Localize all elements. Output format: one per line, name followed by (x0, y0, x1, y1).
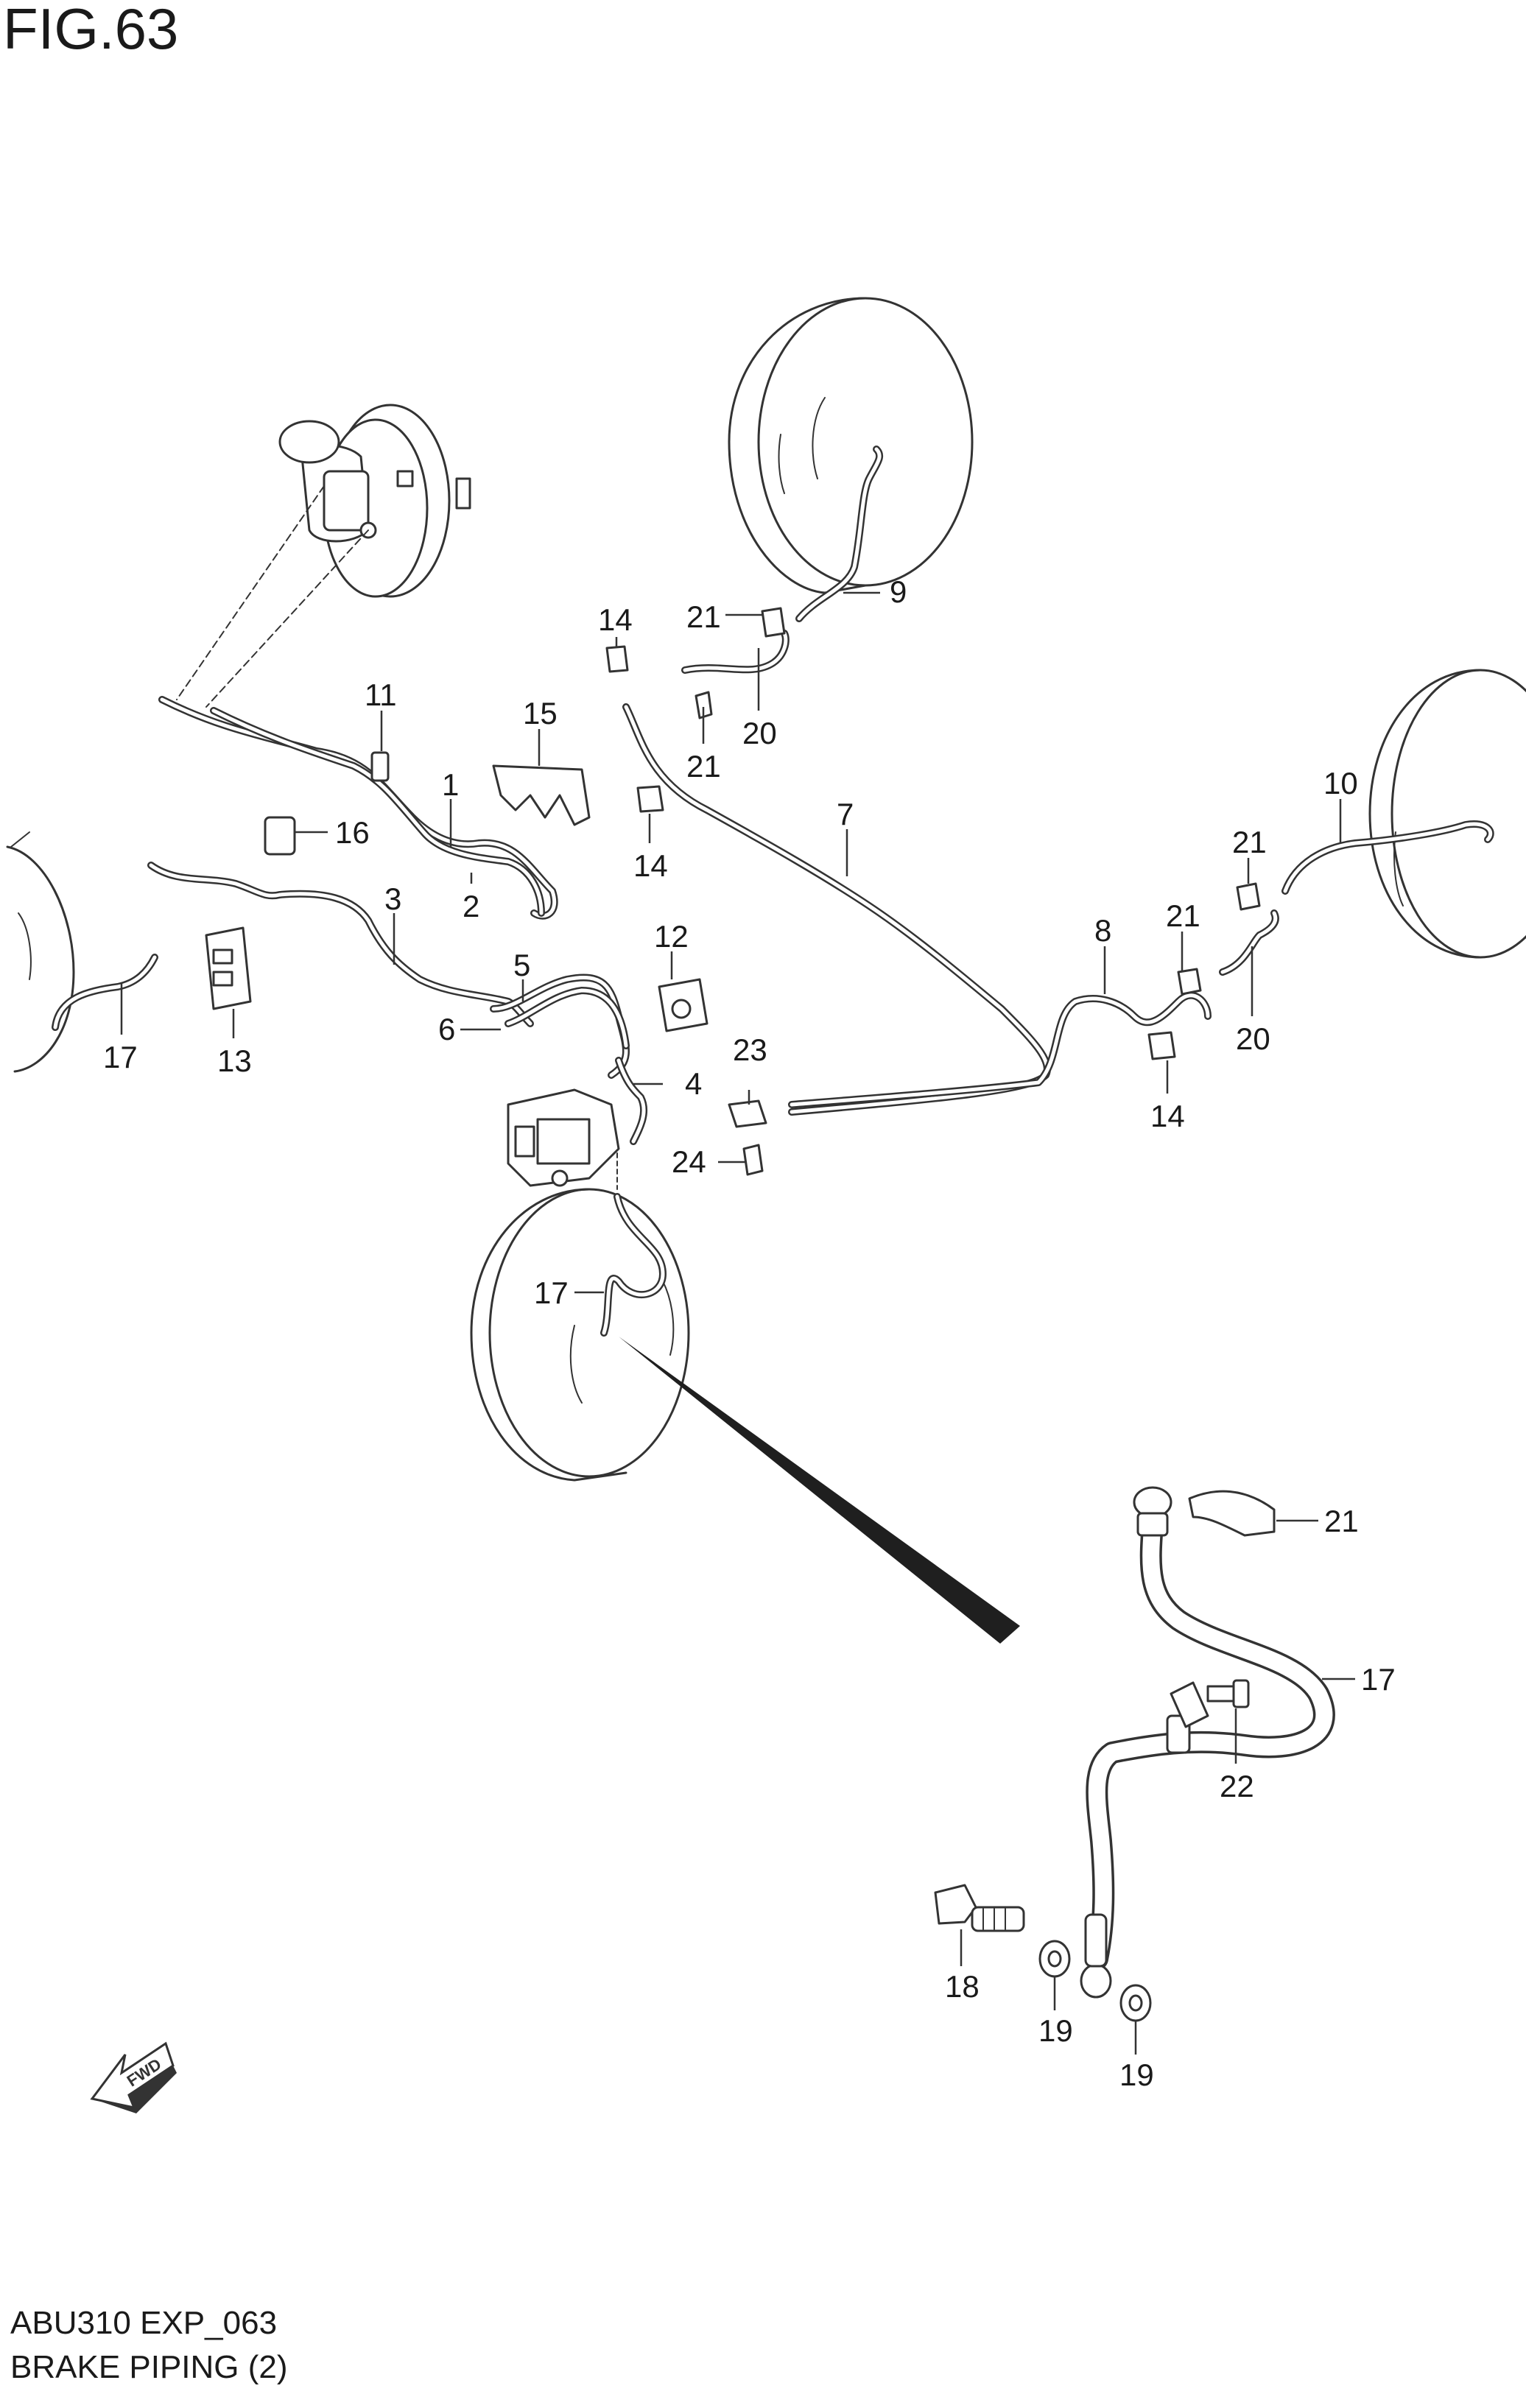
callout-16: 16 (335, 815, 370, 850)
callout-11: 11 (365, 677, 397, 712)
callout-19-b: 19 (1119, 2057, 1154, 2092)
callout-18: 18 (945, 1969, 980, 2004)
callout-9: 9 (890, 574, 907, 609)
callout-6: 6 (438, 1012, 455, 1046)
clip-21-b (695, 691, 713, 719)
callout-3: 3 (384, 881, 401, 916)
callout-4: 4 (685, 1066, 702, 1101)
detail-hose-17 (1080, 1486, 1335, 1999)
callout-24: 24 (672, 1144, 706, 1179)
clamp-12 (658, 978, 708, 1032)
callout-22: 22 (1220, 1769, 1254, 1803)
callout-21-c: 21 (1232, 825, 1267, 859)
tire-front-left (6, 831, 75, 1073)
callout-21-b: 21 (686, 749, 721, 784)
tire-rear-right (1368, 669, 1526, 959)
bolt-24 (742, 1144, 764, 1176)
clip-14-c (1147, 1031, 1176, 1060)
abs-hydraulic-unit (507, 1088, 620, 1187)
clamp-13 (205, 926, 252, 1010)
clip-14-a (605, 645, 629, 673)
callout-21-a: 21 (686, 599, 721, 634)
brake-booster (278, 404, 471, 598)
callout-19-a: 19 (1038, 2013, 1073, 2048)
callout-15: 15 (523, 696, 558, 731)
bracket-23 (728, 1099, 767, 1128)
clip-14-b (636, 785, 664, 813)
callout-1: 1 (442, 767, 459, 802)
callout-8: 8 (1094, 913, 1111, 948)
brake-pipes (52, 446, 1494, 1337)
gasket-19-b (1119, 1984, 1152, 2022)
callout-10: 10 (1323, 766, 1358, 800)
callout-17-c: 17 (1361, 1662, 1396, 1697)
tire-front-right (728, 297, 974, 594)
gasket-19-a (1038, 1940, 1071, 1978)
clip-21-detail (1188, 1490, 1276, 1537)
callout-14-a: 14 (598, 602, 633, 637)
callout-2: 2 (463, 889, 479, 923)
callout-14-c: 14 (1150, 1099, 1185, 1133)
model-code: ABU310 EXP_063 (10, 2305, 278, 2341)
tire-rear-left (470, 1188, 690, 1482)
clip-21-c (1236, 882, 1261, 911)
callout-21-d: 21 (1166, 898, 1200, 933)
callout-12: 12 (654, 919, 689, 954)
figure-title: FIG.63 (3, 0, 179, 61)
callouts: 1 2 3 4 5 6 7 8 9 10 11 12 13 14 14 14 1… (103, 574, 1396, 2092)
callout-21-e: 21 (1324, 1504, 1359, 1538)
callout-20-a: 20 (742, 716, 777, 750)
callout-5: 5 (513, 948, 530, 982)
clamp-16 (264, 816, 296, 856)
leader-lines (120, 591, 1355, 2055)
bolt-22 (1206, 1679, 1250, 1708)
union-bolt-18 (934, 1884, 1025, 1932)
callout-17-a: 17 (103, 1040, 138, 1074)
clamp-11 (370, 751, 390, 782)
callout-14-b: 14 (633, 848, 668, 883)
callout-20-b: 20 (1236, 1021, 1270, 1056)
diagram-name: BRAKE PIPING (2) (10, 2349, 288, 2385)
callout-7: 7 (837, 797, 854, 831)
clip-21-a (761, 607, 786, 638)
fwd-arrow-icon: FWD (90, 2041, 177, 2113)
clamp-15 (492, 764, 591, 826)
detail-pointer (619, 1337, 1020, 1644)
booster-leader-lines (176, 485, 369, 708)
clip-21-d (1177, 968, 1202, 996)
callout-23: 23 (733, 1032, 767, 1067)
callout-17-b: 17 (534, 1275, 569, 1310)
callout-13: 13 (217, 1043, 252, 1078)
